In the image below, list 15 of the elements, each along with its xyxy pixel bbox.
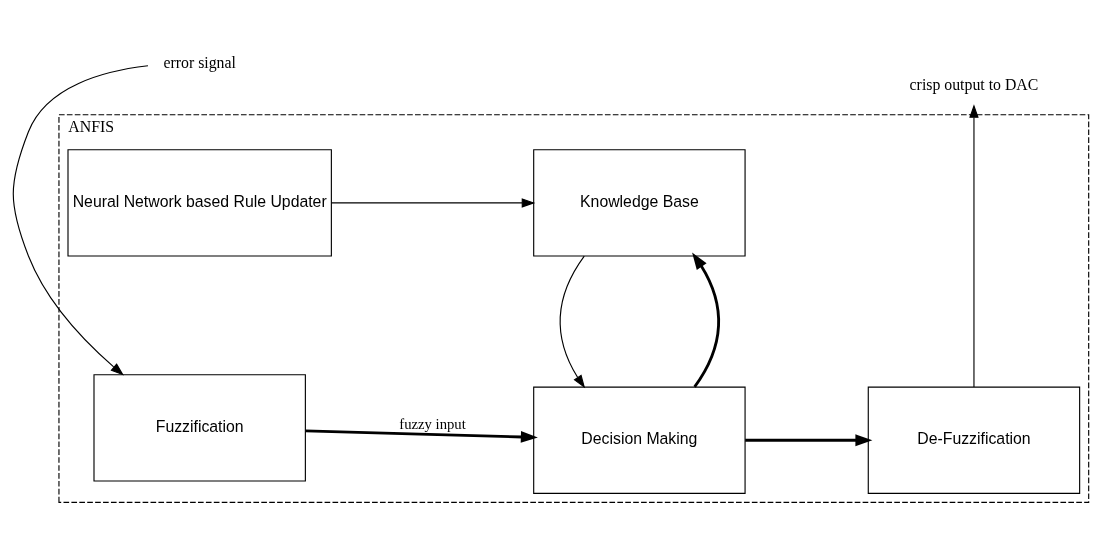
node-box: Decision Making xyxy=(533,386,746,494)
arrow xyxy=(12,64,149,376)
edge-label: fuzzy input xyxy=(399,415,466,432)
arrow xyxy=(305,428,538,443)
node-box: Neural Network based Rule Updater xyxy=(67,148,332,257)
arrow xyxy=(969,103,979,387)
node-text: crisp output to DAC xyxy=(909,75,1039,93)
arrow xyxy=(559,255,586,388)
node-box: Fuzzification xyxy=(93,373,306,482)
node-box: De-Fuzzification xyxy=(867,386,1081,494)
node-box: Knowledge Base xyxy=(533,148,746,257)
arrow xyxy=(745,433,873,446)
arrow xyxy=(330,197,536,208)
arrow xyxy=(692,252,720,388)
node-text: error signal xyxy=(163,53,236,71)
